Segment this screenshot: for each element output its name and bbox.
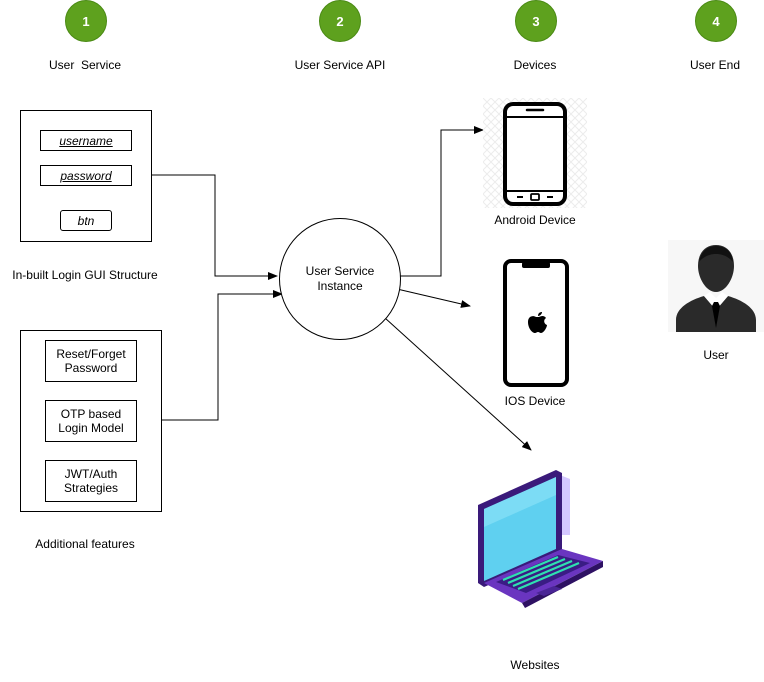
service-node-line2: Instance [317,279,363,293]
arrow-features-to-service [161,290,283,421]
iphone-icon [503,259,569,387]
ios-device-label: IOS Device [504,394,566,408]
apple-logo-icon [528,312,547,333]
arrow-service-to-ios [396,288,471,308]
arrow-service-to-websites [384,317,532,451]
step-number: 1 [82,13,90,29]
step-badge-1: 1 [65,0,107,42]
step-number: 4 [712,13,720,29]
features-caption: Additional features [35,537,135,551]
username-label: username [59,133,113,148]
username-field[interactable]: username [40,130,132,151]
step-title-user-service: User Service [48,58,122,72]
arrow-login-to-service [151,174,278,280]
password-field[interactable]: password [40,165,132,186]
step-title-user-service-api: User Service API [294,58,386,72]
step-number: 3 [532,13,540,29]
service-node-line1: User Service [305,264,375,278]
websites-label: Websites [510,658,560,672]
feature-otp-login: OTP based Login Model [45,400,137,442]
login-button[interactable]: btn [60,210,112,231]
laptop-icon [478,470,603,608]
password-label: password [60,168,112,183]
feature-reset-password: Reset/Forget Password [45,340,137,382]
user-avatar-icon [668,240,764,332]
android-phone-icon [483,98,587,208]
step-badge-3: 3 [515,0,557,42]
step-badge-2: 2 [319,0,361,42]
login-gui-caption: In-built Login GUI Structure [12,268,158,282]
step-badge-4: 4 [695,0,737,42]
step-title-devices: Devices [513,58,557,72]
user-label: User [703,348,729,362]
step-number: 2 [336,13,344,29]
android-device-label: Android Device [494,213,576,227]
step-title-user-end: User End [689,58,741,72]
arrow-service-to-android [400,126,484,277]
feature-jwt-auth: JWT/Auth Strategies [45,460,137,502]
